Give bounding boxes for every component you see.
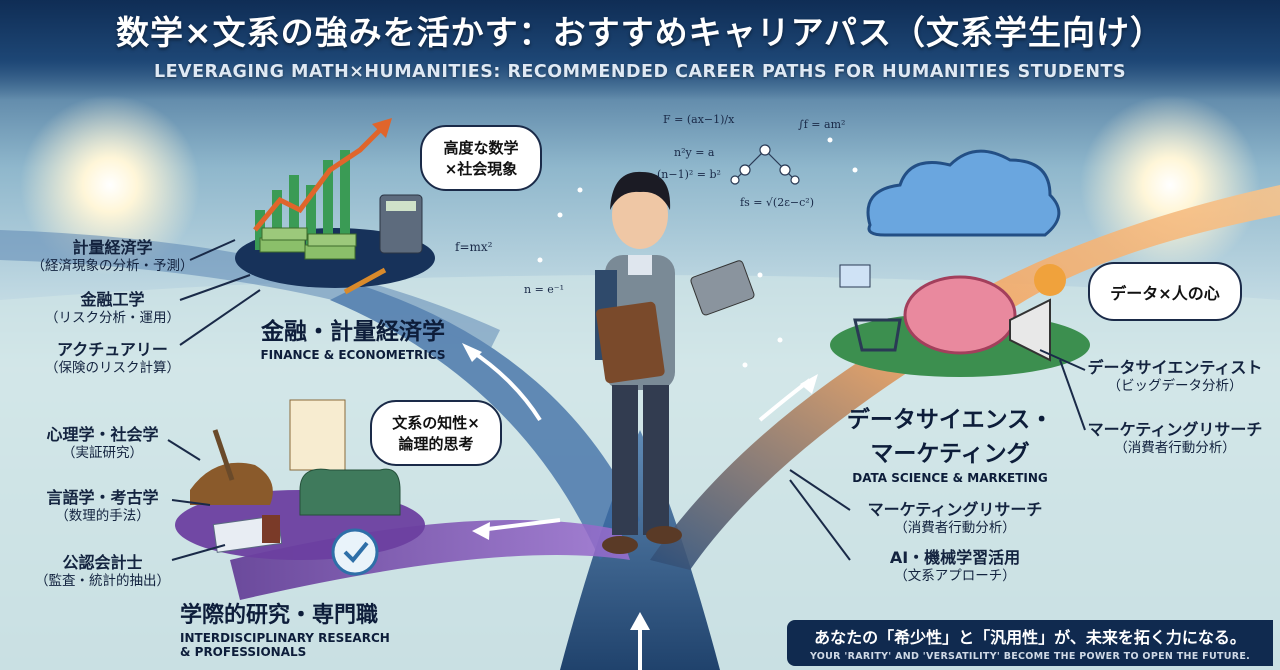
datasci-item-data-scientist: データサイエンティスト （ビッグデータ分析） <box>1080 358 1270 395</box>
finance-bubble-line-2: ×社会現象 <box>444 160 518 178</box>
finance-bubble-line-1: 高度な数学 <box>443 139 519 157</box>
datasci-title-en: DATA SCIENCE & MARKETING <box>852 471 1048 485</box>
footer-banner: あなたの「希少性」と「汎用性」が、未来を拓く力になる。 YOUR 'RARITY… <box>787 620 1273 666</box>
formula-7: n = e⁻¹ <box>524 283 565 296</box>
item-sublabel: （監査・統計的抽出） <box>35 573 170 589</box>
title-band <box>0 0 1280 100</box>
calculator-icon <box>379 194 423 254</box>
finance-title-en: FINANCE & ECONOMETRICS <box>260 348 446 362</box>
item-sublabel: （文系アプローチ） <box>894 568 1016 584</box>
datasci-item-marketing-research-bottom: マーケティングリサーチ （消費者行動分析） <box>855 500 1055 537</box>
stamp-icon <box>262 515 280 543</box>
bar-chart-icon <box>253 118 392 250</box>
pie-chart-icon <box>1034 264 1066 296</box>
footer-message-en: YOUR 'RARITY' AND 'VERSATILITY' BECOME T… <box>809 651 1251 662</box>
item-label: AI・機械学習活用 <box>889 548 1021 567</box>
datasci-title-jp-1: データサイエンス・ <box>846 407 1054 433</box>
sun-left <box>20 95 200 275</box>
connector-lines <box>167 239 1086 561</box>
item-sublabel: （保険のリスク計算） <box>45 360 180 376</box>
formula-4: (n−1)² = b² <box>657 168 721 181</box>
datasci-bubble-line: データ×人の心 <box>1110 283 1220 303</box>
item-label: 心理学・社会学 <box>46 425 159 444</box>
research-title-jp: 学際的研究・専門職 <box>180 603 379 628</box>
formula-6: f=mx² <box>455 240 493 254</box>
brain-icon <box>903 275 1017 355</box>
tablet-icon <box>690 260 755 316</box>
item-label: 計量経済学 <box>72 238 153 257</box>
book-icon <box>596 301 665 384</box>
research-item-linguistics: 言語学・考古学 （数理的手法） <box>25 488 180 525</box>
finance-title-jp: 金融・計量経済学 <box>261 319 445 345</box>
research-title-en-2: & PROFESSIONALS <box>180 645 307 659</box>
research-bubble-line-2: 論理的思考 <box>398 435 474 453</box>
finance-section-title: 金融・計量経済学 FINANCE & ECONOMETRICS <box>238 312 468 362</box>
shovel-icon <box>212 429 235 481</box>
item-sublabel: （実証研究） <box>62 445 143 461</box>
cart-icon <box>853 318 902 352</box>
item-label: アクチュアリー <box>57 340 168 359</box>
formula-5: fs = √(2ε−c²) <box>740 196 815 209</box>
item-label: マーケティングリサーチ <box>867 500 1043 519</box>
research-title-en-1: INTERDISCIPLINARY RESEARCH <box>180 631 390 645</box>
item-label: 言語学・考古学 <box>46 488 159 507</box>
document-icon <box>289 399 346 471</box>
megaphone-icon <box>1009 298 1051 362</box>
item-label: 金融工学 <box>80 290 145 309</box>
item-sublabel: （消費者行動分析） <box>894 520 1016 536</box>
research-item-psychology: 心理学・社会学 （実証研究） <box>25 425 180 462</box>
finance-item-financial-engineering: 金融工学 （リスク分析・運用） <box>30 290 195 327</box>
certified-seal-icon <box>331 528 379 576</box>
item-sublabel: （数理的手法） <box>55 508 150 524</box>
pencil-icon <box>343 267 387 295</box>
item-label: マーケティングリサーチ <box>1087 420 1263 439</box>
formula-2: ∫f = am² <box>798 118 846 131</box>
cloud-icon <box>866 149 1061 237</box>
item-label: データサイエンティスト <box>1087 358 1263 377</box>
constellation-dots <box>537 137 858 368</box>
page-title: 数学×文系の強みを活かす：おすすめキャリアパス（文系学生向け） <box>116 13 1164 52</box>
datasci-section-title: データサイエンス・ マーケティング DATA SCIENCE & MARKETI… <box>830 400 1070 485</box>
item-sublabel: （リスク分析・運用） <box>45 310 180 326</box>
datasci-item-ai-ml: AI・機械学習活用 （文系アプローチ） <box>855 548 1055 585</box>
research-item-cpa: 公認会計士 （監査・統計的抽出） <box>25 553 180 590</box>
money-stack-icon <box>259 227 357 260</box>
research-bubble-line-1: 文系の知性× <box>392 414 480 432</box>
footer-message-jp: あなたの「希少性」と「汎用性」が、未来を拓く力になる。 <box>814 628 1246 647</box>
datasci-speech-bubble: データ×人の心 <box>1088 262 1242 321</box>
formula-1: F = (ax−1)/x <box>663 113 735 126</box>
finance-speech-bubble: 高度な数学 ×社会現象 <box>420 125 542 191</box>
research-speech-bubble: 文系の知性× 論理的思考 <box>370 400 502 466</box>
item-sublabel: （ビッグデータ分析） <box>1107 378 1243 394</box>
laptop-icon <box>839 264 871 288</box>
finance-item-actuary: アクチュアリー （保険のリスク計算） <box>30 340 195 377</box>
finance-item-econometrics: 計量経済学 （経済現象の分析・予測） <box>30 238 195 275</box>
research-section-title: 学際的研究・専門職 INTERDISCIPLINARY RESEARCH & P… <box>180 597 440 659</box>
network-diagram-icon <box>730 144 800 185</box>
student-figure <box>595 171 755 554</box>
datasci-item-marketing-research: マーケティングリサーチ （消費者行動分析） <box>1080 420 1270 457</box>
datasci-title-jp-2: マーケティング <box>870 441 1030 467</box>
item-label: 公認会計士 <box>62 553 143 572</box>
page-subtitle: LEVERAGING MATH×HUMANITIES: RECOMMENDED … <box>153 62 1127 82</box>
item-sublabel: （経済現象の分析・予測） <box>31 258 194 274</box>
item-sublabel: （消費者行動分析） <box>1114 440 1236 456</box>
sofa-icon <box>299 468 401 516</box>
dig-site-icon <box>190 462 273 505</box>
formula-3: n²y = a <box>674 146 715 159</box>
